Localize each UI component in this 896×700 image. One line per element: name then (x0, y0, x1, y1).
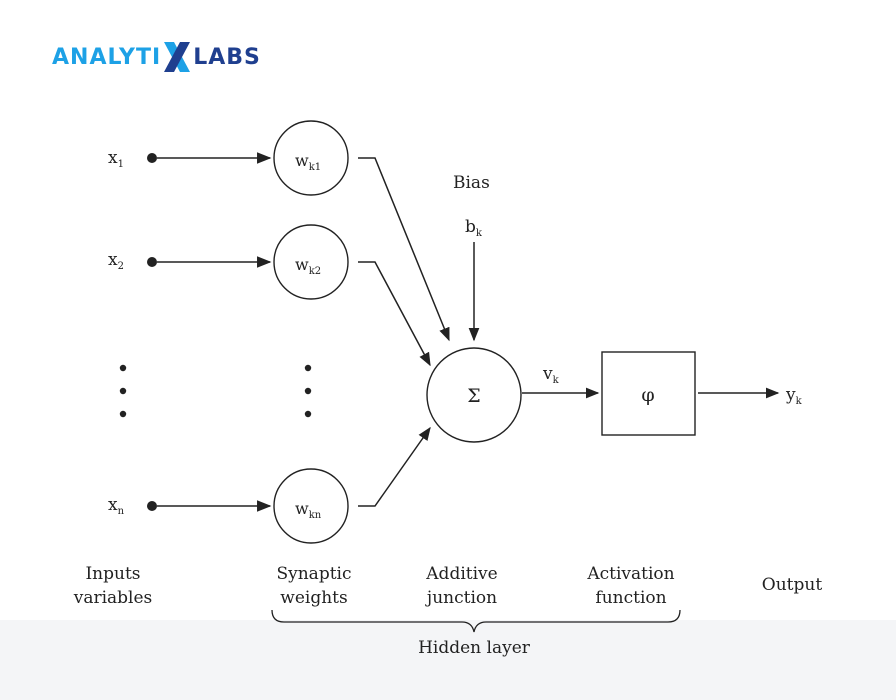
bias-title: Bias (453, 173, 490, 193)
weight-node-k1 (273, 120, 349, 196)
footer-band (0, 620, 896, 700)
weight-ellipsis-dot (304, 364, 312, 372)
input-ellipsis-dot (119, 364, 127, 372)
caption-output: Output (762, 575, 823, 595)
weight-arrow-kn (358, 426, 431, 507)
weight-ellipsis-dot (304, 410, 312, 418)
input-node-2 (147, 257, 157, 267)
weight-kn-label: wkn (295, 499, 322, 521)
input-ellipsis-dot (119, 410, 127, 418)
caption-junction-line1: Additive (425, 564, 497, 584)
input-node-1 (147, 153, 157, 163)
caption-weights-line2: weights (280, 588, 347, 608)
input-x2-label: x2 (108, 250, 124, 272)
caption-activation-line2: function (595, 588, 666, 608)
bias-label: bk (465, 217, 483, 239)
input-x1-label: x1 (108, 148, 124, 170)
analytixlabs-logo: ANALYTI LABS (52, 40, 261, 74)
caption-inputs-line2: variables (73, 588, 153, 608)
input-ellipsis-dot (119, 387, 127, 395)
logo-text-analyti: ANALYTI (52, 44, 162, 70)
weight-node-kn (273, 468, 349, 544)
caption-activation-line1: Activation (586, 564, 674, 584)
weight-ellipsis-dot (304, 387, 312, 395)
weight-arrow-k1 (358, 157, 450, 342)
weight-k2-label: wk2 (295, 255, 321, 277)
output-label: yk (785, 385, 803, 407)
weight-k1-label: wk1 (295, 151, 321, 173)
caption-inputs-line1: Inputs (85, 564, 140, 584)
logo-text-labs: LABS (193, 44, 261, 70)
induced-field-label: vk (542, 364, 560, 386)
caption-weights-line1: Synaptic (276, 564, 351, 584)
activation-box (601, 351, 696, 436)
sigma-symbol: Σ (467, 385, 480, 407)
input-xn-label: xn (108, 495, 125, 517)
caption-junction-line2: junction (425, 588, 497, 608)
weight-arrow-k2 (358, 261, 431, 367)
weight-node-k2 (273, 224, 349, 300)
hidden-layer-brace (271, 609, 681, 633)
phi-symbol: φ (641, 384, 654, 406)
caption-hidden-layer: Hidden layer (418, 638, 531, 658)
input-node-n (147, 501, 157, 511)
summation-node (426, 347, 522, 443)
logo-x-icon (164, 42, 191, 72)
